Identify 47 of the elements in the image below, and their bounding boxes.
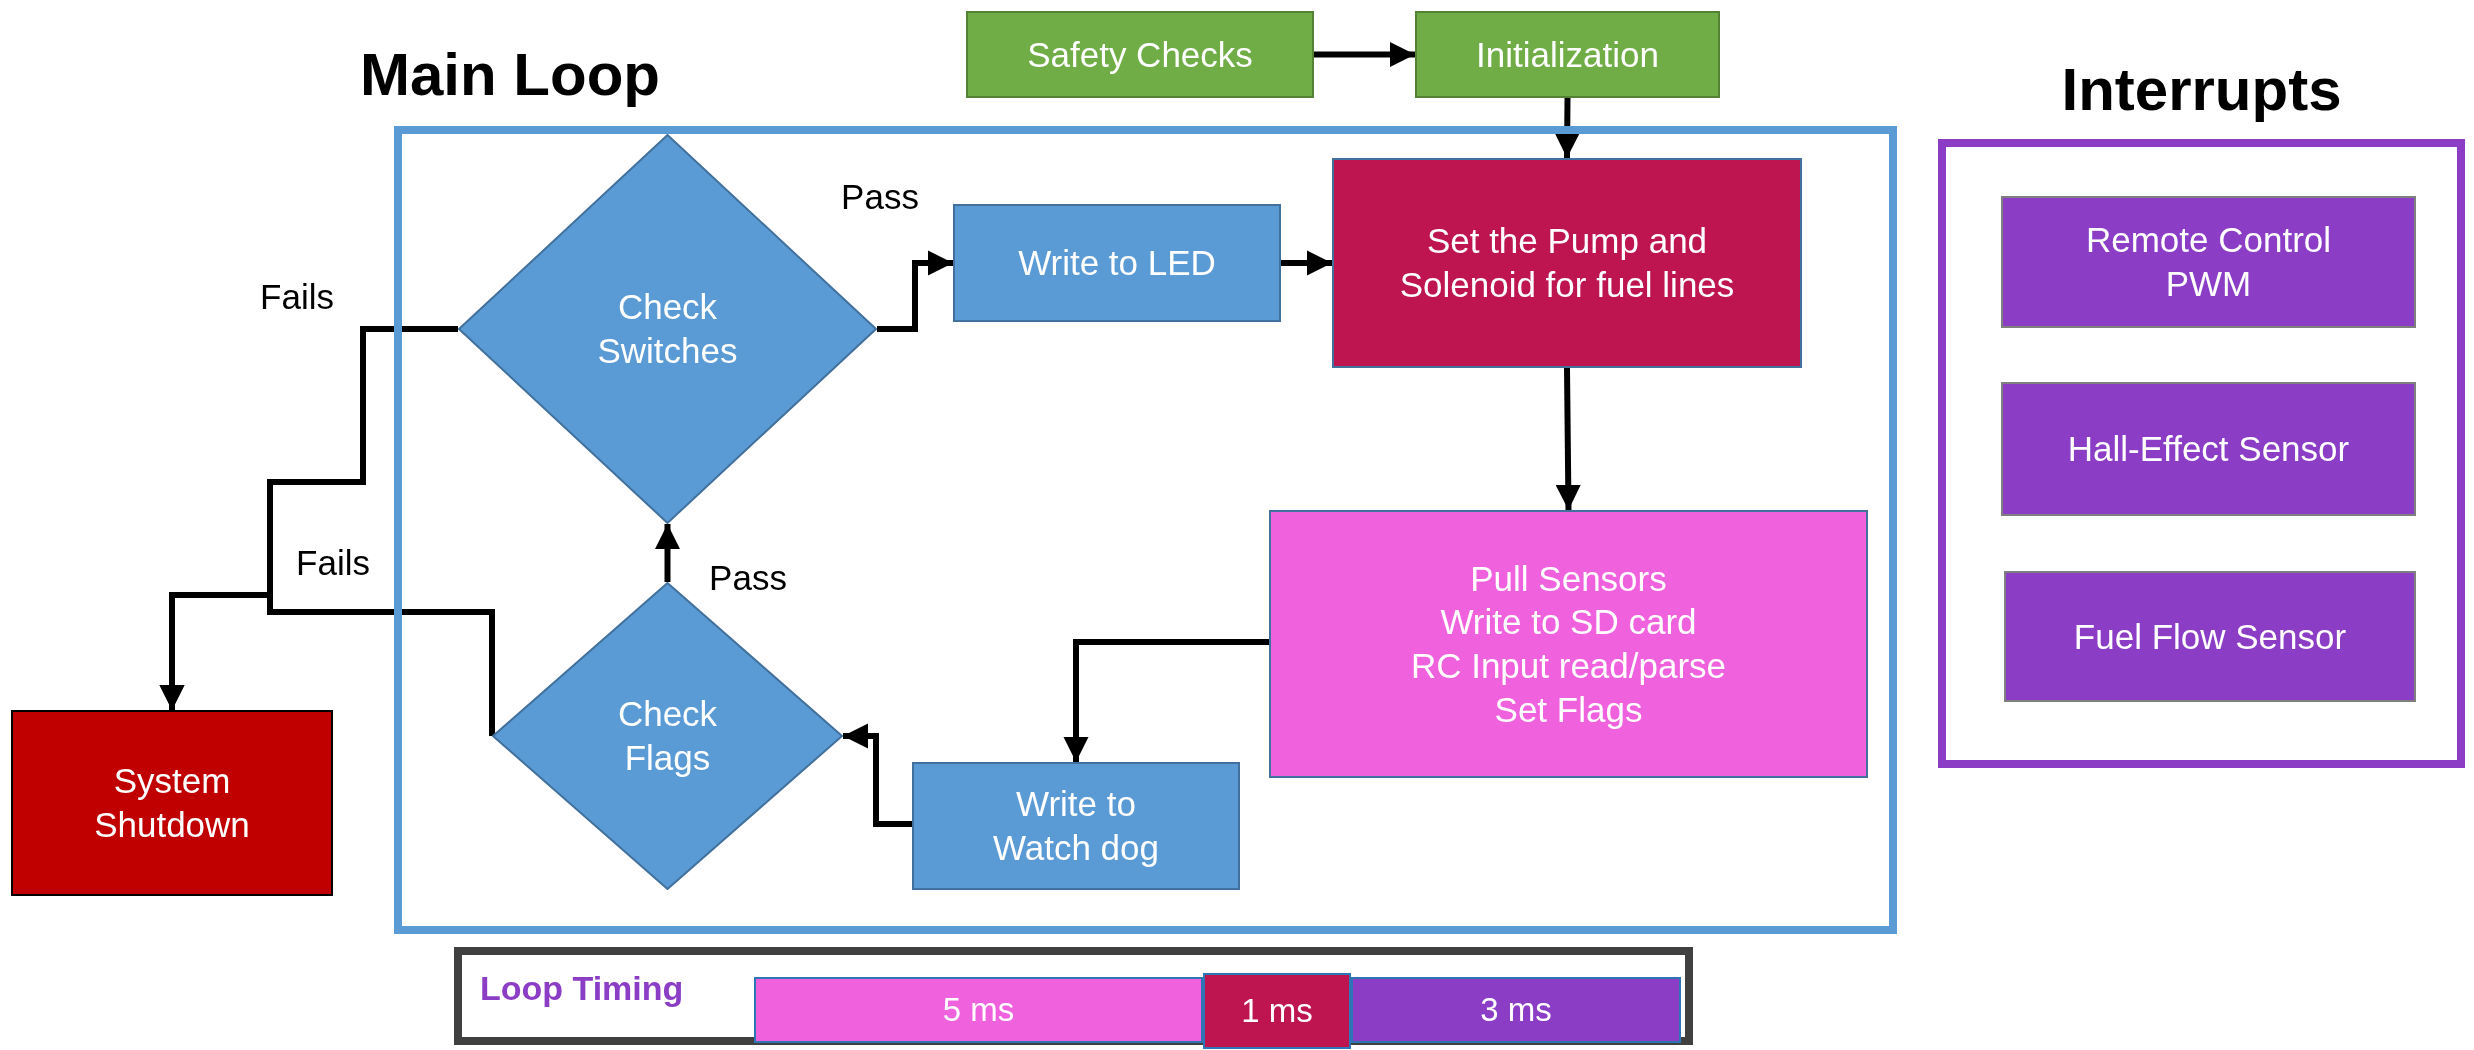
box-text: Pull Sensors bbox=[1470, 557, 1667, 600]
box-text: Remote Control PWM bbox=[2084, 219, 2333, 305]
connector-arrow bbox=[877, 250, 953, 332]
process-box bbox=[1203, 973, 1351, 1049]
box-text: Fuel Flow Sensor bbox=[2073, 615, 2347, 658]
box-text: System Shutdown bbox=[93, 760, 251, 846]
box-text: Set Flags bbox=[1494, 688, 1643, 731]
connector-arrow bbox=[654, 524, 681, 582]
edge-label: Pass bbox=[841, 177, 919, 217]
box-text: Write to SD card bbox=[1440, 601, 1697, 644]
process-box bbox=[2004, 571, 2416, 702]
process-box bbox=[754, 977, 1203, 1043]
group-heading: Main Loop bbox=[360, 40, 660, 109]
connector-arrow bbox=[843, 723, 912, 827]
connector-arrow bbox=[1281, 250, 1332, 276]
process-box bbox=[953, 204, 1281, 322]
process-box bbox=[1332, 158, 1802, 368]
edge-label: Fails bbox=[260, 277, 334, 317]
box-text: RC Input read/parse bbox=[1410, 645, 1727, 687]
box-text: 3 ms bbox=[1480, 990, 1552, 1031]
decision-text: Check Switches bbox=[596, 286, 739, 372]
box-text: Write to Watch dog bbox=[992, 783, 1160, 869]
connector-arrow bbox=[1063, 639, 1269, 762]
process-box bbox=[912, 762, 1240, 890]
connector-arrow bbox=[1554, 97, 1580, 159]
edge-label: Pass bbox=[709, 558, 787, 598]
box-text: Safety Checks bbox=[1027, 33, 1253, 76]
process-box bbox=[1415, 11, 1720, 98]
box-text: 1 ms bbox=[1241, 991, 1313, 1032]
process-box bbox=[2001, 196, 2416, 328]
box-text: 5 ms bbox=[942, 990, 1015, 1031]
process-box bbox=[2001, 382, 2416, 516]
group-heading: Interrupts bbox=[2060, 55, 2343, 124]
process-box bbox=[1351, 977, 1681, 1043]
box-text: Initialization bbox=[1476, 33, 1659, 76]
decision-text: Check Flags bbox=[616, 693, 719, 779]
edge-label: Fails bbox=[296, 543, 370, 583]
box-text: Set the Pump and Solenoid for fuel lines bbox=[1398, 220, 1736, 306]
connector-arrow bbox=[159, 592, 495, 736]
process-box bbox=[1269, 510, 1868, 778]
connector-arrow bbox=[1555, 367, 1581, 511]
box-text: Write to LED bbox=[1018, 242, 1216, 285]
timing-title: Loop Timing bbox=[480, 969, 684, 1008]
process-box bbox=[11, 710, 333, 896]
process-box bbox=[966, 11, 1314, 98]
connector-arrow bbox=[1314, 41, 1415, 68]
box-text: Hall-Effect Sensor bbox=[2067, 428, 2350, 471]
